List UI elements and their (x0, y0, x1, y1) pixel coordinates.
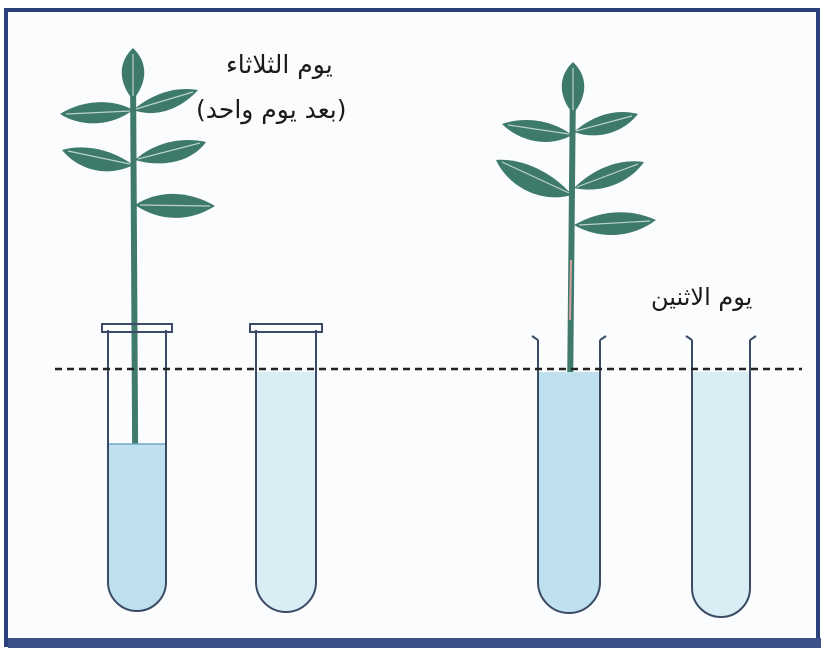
test-tube-monday-water (686, 336, 756, 617)
label-tuesday: يوم الثلاثاء (226, 50, 333, 79)
water-fill (108, 444, 166, 611)
label-tuesday-subtitle: (بعد يوم واحد) (196, 95, 347, 124)
label-monday: يوم الاثنين (651, 283, 752, 311)
water-fill (538, 372, 600, 613)
test-tube-monday-plant (532, 336, 606, 613)
stem-highlight (570, 260, 571, 320)
water-fill (692, 372, 750, 617)
water-fill (256, 372, 316, 612)
frame-bottom-shadow (8, 638, 821, 648)
